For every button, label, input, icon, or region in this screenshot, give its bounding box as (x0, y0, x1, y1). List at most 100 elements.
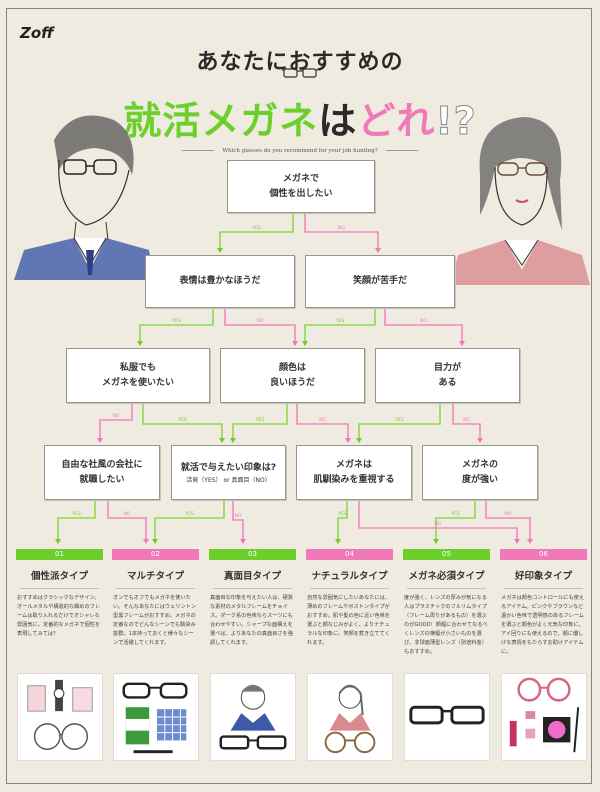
result-number-badge: 02 (112, 549, 199, 560)
result-description: 度が強く、レンズの厚みが気になる人はプラスチックのフルリムタイプ（フレーム周りが… (404, 595, 488, 655)
no-connector (99, 403, 133, 442)
question-box: メガネで個性を出したい (227, 160, 375, 213)
result-type-06: 06 好印象タイプ メガネは顔色コントロールにも使えるアイテム。ピンクやブラウン… (500, 549, 587, 657)
result-number-badge: 01 (16, 549, 103, 560)
result-number-badge: 04 (306, 549, 393, 560)
no-label: NO (463, 417, 470, 423)
no-connector (304, 213, 379, 252)
no-label: NO (319, 417, 326, 423)
yes-label: YES (171, 318, 181, 324)
yes-connector (358, 403, 441, 442)
no-connector (485, 500, 531, 543)
no-label: NO (235, 513, 242, 519)
yes-label: YES (71, 511, 81, 517)
divider (407, 588, 486, 589)
divider (213, 588, 292, 589)
arrowhead (514, 539, 520, 544)
no-label: NO (257, 318, 264, 324)
glasses-with-perfume-and-watch-image (17, 673, 103, 761)
divider (116, 588, 195, 589)
no-connector (384, 308, 463, 345)
result-type-03: 03 真面目タイプ 真面目な印象を与えたい人は、硬質な素材のメタルフレームをチョ… (209, 549, 296, 648)
result-number-badge: 05 (403, 549, 490, 560)
yes-label: YES (184, 511, 194, 517)
yes-connector (154, 500, 225, 543)
arrowhead (459, 341, 465, 346)
title-line2: 就活メガネはどれ!? (123, 99, 477, 144)
yes-connector (337, 500, 348, 543)
result-number-badge: 06 (500, 549, 587, 560)
arrowhead (527, 539, 533, 544)
question-box: 目力がある (375, 348, 520, 403)
divider (310, 588, 389, 589)
no-connector (296, 403, 349, 442)
brand-logo: Zoff (20, 24, 54, 42)
arrowhead (335, 539, 341, 544)
result-description: おすすめはクラシックなデザイン。オールメタルや構造的な細めのフレームは取り入れる… (17, 595, 101, 637)
woman-illustration (450, 117, 590, 285)
result-type-05: 05 メガネ必須タイプ 度が強く、レンズの厚みが気になる人はプラスチックのフルリ… (403, 549, 490, 657)
arrowhead (137, 341, 143, 346)
pink-glasses-with-cosmetics-image (501, 673, 587, 761)
glasses-icon (282, 68, 318, 78)
arrowhead (217, 248, 223, 253)
divider (20, 588, 99, 589)
result-description: メガネは顔色コントロールにも使えるアイテム。ピンクやブラウンなど温かい色味で透明… (501, 595, 585, 655)
question-box: 表情は豊かなほうだ (145, 255, 295, 308)
question-box: 顔色は良いほうだ (220, 348, 365, 403)
no-label: NO (505, 511, 512, 517)
yes-label: YES (394, 417, 404, 423)
question-box: 自由な社風の会社に就職したい (44, 445, 160, 500)
result-title: メガネ必須タイプ (408, 571, 485, 582)
yes-label: YES (337, 511, 347, 517)
arrowhead (356, 438, 362, 443)
question-box: メガネは肌馴染みを重視する (296, 445, 412, 500)
arrowhead (230, 438, 236, 443)
result-type-01: 01 個性派タイプ おすすめはクラシックなデザイン。オールメタルや構造的な細めの… (16, 549, 103, 639)
yes-label: YES (450, 511, 460, 517)
yes-connector (142, 403, 223, 442)
no-label: NO (113, 413, 120, 419)
arrowhead (152, 539, 158, 544)
yes-label: YES (177, 417, 187, 423)
no-connector (452, 403, 481, 442)
poster-frame (6, 8, 592, 784)
arrowhead (375, 248, 381, 253)
arrowhead (240, 539, 246, 544)
woman-with-glasses-image (307, 673, 393, 761)
arrowhead (477, 438, 483, 443)
result-description: 真面目な印象を与えたい人は、硬質な素材のメタルフレームをチョイス。ダーク系の色味… (210, 595, 294, 646)
glasses-with-cup-and-handkerchief-image (113, 673, 199, 761)
arrowhead (219, 438, 225, 443)
result-description: オンでもオフでもメガネを使いたい。そんなあなたにはウェリントン型黒フレームがおす… (113, 595, 197, 646)
result-title: 真面目タイプ (223, 571, 281, 582)
yes-connector (219, 213, 294, 252)
result-title: 個性派タイプ (30, 571, 88, 582)
yes-label: YES (255, 417, 265, 423)
no-connector (224, 308, 296, 345)
result-type-04: 04 ナチュラルタイプ 自然な雰囲気にしたいあなたには、薄めのフレームやボストン… (306, 549, 393, 648)
no-label: NO (420, 318, 427, 324)
yes-label: YES (335, 318, 345, 324)
question-box: 就活で与えたい印象は?活発（YES） or 真面目（NO） (171, 445, 286, 500)
question-box: 笑顔が苦手だ (305, 255, 455, 308)
no-connector (107, 500, 147, 543)
result-description: 自然な雰囲気にしたいあなたには、薄めのフレームやボストンタイプがおすすめ。肌や髪… (307, 595, 391, 646)
result-number-badge: 03 (209, 549, 296, 560)
divider (504, 588, 583, 589)
result-title: ナチュラルタイプ (311, 571, 388, 582)
no-label: NO (338, 225, 345, 231)
arrowhead (97, 438, 103, 443)
man-illustration (14, 115, 154, 280)
question-box: 私服でもメガネを使いたい (66, 348, 210, 403)
result-type-02: 02 マルチタイプ オンでもオフでもメガネを使いたい。そんなあなたにはウェリント… (112, 549, 199, 648)
no-connector (358, 500, 518, 543)
man-in-suit-with-glasses-image (210, 673, 296, 761)
yes-connector (304, 308, 376, 345)
result-title: 好印象タイプ (514, 571, 572, 582)
black-glasses-image (404, 673, 490, 761)
no-label: NO (435, 521, 442, 527)
arrowhead (55, 539, 61, 544)
question-box: メガネの度が強い (422, 445, 538, 500)
